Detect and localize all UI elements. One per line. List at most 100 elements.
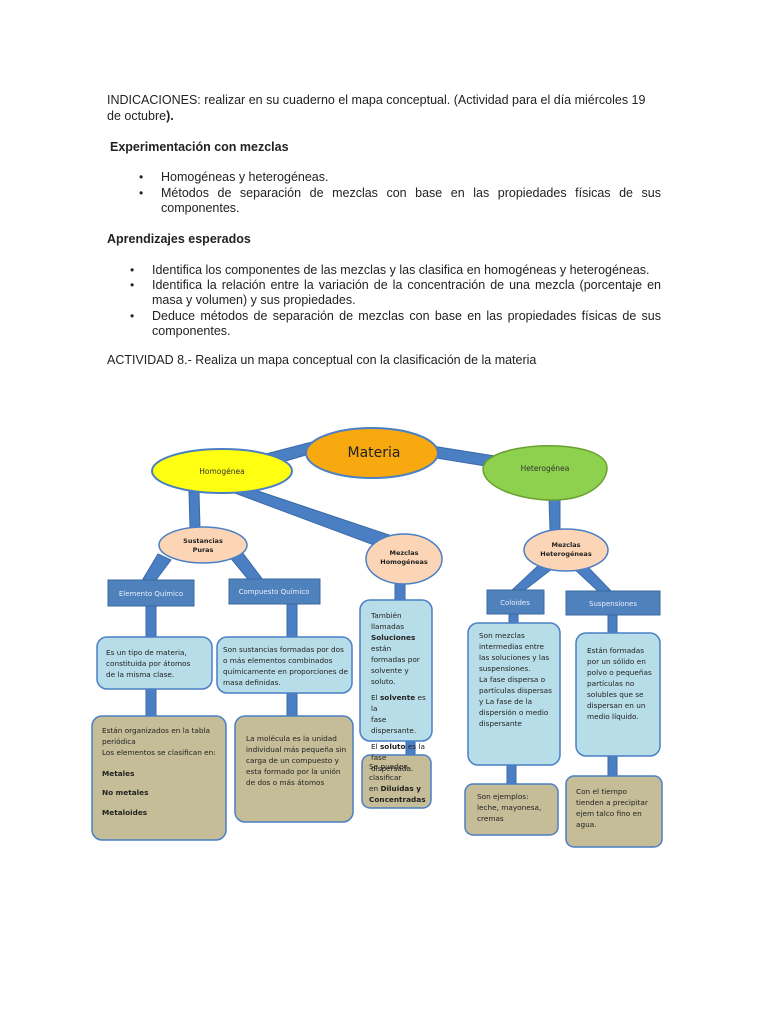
text-line: solvente y soluto.	[371, 666, 409, 686]
mezclas-hom-label-1: Mezclas	[390, 549, 419, 557]
text-line: individual más pequeña sin	[246, 745, 347, 754]
text-run: El	[371, 693, 380, 702]
materia-label: Materia	[348, 445, 401, 461]
connector-compuesto-def	[286, 603, 298, 638]
text-line: masa definidas.	[223, 678, 281, 687]
text-line: suspensiones.	[479, 664, 531, 673]
text-line: El soluto es la fase	[371, 741, 431, 763]
activity-title: ACTIVIDAD 8.- Realiza un mapa conceptual…	[107, 353, 537, 367]
coloides-def-box	[467, 622, 561, 766]
text-line: Los elementos se clasifican en:	[102, 748, 216, 757]
heterogenea-label: Heterogénea	[521, 464, 570, 473]
text-line: polvo o pequeñas	[587, 668, 652, 677]
text-line: partículas no	[587, 679, 635, 688]
text-line: y La fase de la	[479, 697, 533, 706]
diluidas-bold: Diluidas y	[380, 784, 421, 793]
mezclas-het-label-1: Mezclas	[552, 541, 581, 549]
soluciones-text: También llamadas Soluciones están formad…	[371, 610, 431, 774]
sustancias-label-2: Puras	[193, 546, 214, 554]
text-run: en	[369, 784, 381, 793]
instructions-close: ).	[166, 109, 174, 123]
mezclas-homogeneas-node	[365, 533, 443, 585]
text-line: agua.	[576, 820, 597, 829]
text-line: Son sustancias formadas por dos	[223, 645, 344, 654]
instructions-line-1: INDICACIONES: realizar en su cuaderno el…	[107, 93, 646, 107]
tabla-box	[91, 715, 227, 841]
suspensiones-def-box	[575, 632, 661, 757]
text-line: o más elementos combinados	[223, 656, 333, 665]
connector-compuesto-molecula	[286, 692, 298, 718]
text-line: esta formado por la unión	[246, 767, 341, 776]
text-line: en Diluidas y	[369, 783, 431, 794]
connector-suspensiones-tiempo	[607, 755, 618, 777]
soluto-bold: soluto	[379, 742, 406, 751]
text-line: dispersión o medio	[479, 708, 549, 717]
clasificar-text: Se pueden clasificar en Diluidas y Conce…	[369, 761, 431, 805]
connector-homogenea-mezclas	[230, 487, 393, 549]
text-line: de la misma clase.	[106, 670, 175, 679]
tiempo-text: Con el tiempo tienden a precipitar ejem …	[576, 786, 662, 830]
soluciones-bold: Soluciones	[371, 633, 416, 642]
connector-coloides-def	[508, 613, 519, 624]
elemento-quimico-label: Elemento Químico	[119, 590, 183, 598]
compuesto-quimico-label: Compuesto Químico	[239, 588, 310, 596]
text-line: La molécula es la unidad	[246, 734, 337, 743]
text-line: Son mezclas	[479, 631, 525, 640]
text-run: El	[371, 742, 380, 751]
text-line: Están organizados en la tabla	[102, 726, 211, 735]
connector-suspensiones-def	[607, 614, 618, 635]
text-line: cremas	[477, 814, 504, 823]
compuesto-def-box	[216, 636, 353, 694]
text-line: Son ejemplos:	[477, 792, 529, 801]
mezclas-het-label-2: Heterogéneas	[540, 550, 592, 558]
compuesto-def-text: Son sustancias formadas por dos o más el…	[223, 644, 351, 688]
suspensiones-label: Suspensiones	[589, 600, 637, 608]
connector-coloides-ejemplos	[506, 764, 517, 786]
elemento-def-text: Es un tipo de materia, constituida por á…	[106, 647, 210, 680]
text-line: dispersan en un	[587, 701, 646, 710]
text-line: de dos o más átomos	[246, 778, 325, 787]
text-line: El solvente es la	[371, 692, 431, 714]
connector-homogenea-sustancias	[188, 491, 201, 529]
text-line: leche, mayonesa,	[477, 803, 542, 812]
text-line: las soluciones y las	[479, 653, 550, 662]
text-line: dispersada.	[371, 764, 414, 773]
coloides-label: Coloides	[500, 599, 530, 607]
homogenea-label: Homogénea	[199, 467, 244, 476]
connector-elemento-def	[145, 605, 157, 639]
clasificar-box	[361, 754, 432, 809]
text-line: Es un tipo de materia,	[106, 648, 187, 657]
text-line: medio líquido.	[587, 712, 639, 721]
text-line: fase dispersante.	[371, 715, 417, 735]
section-title-aprendizajes: Aprendizajes esperados	[107, 232, 251, 246]
compuesto-quimico-box	[228, 578, 321, 605]
text-line: Con el tiempo	[576, 787, 627, 796]
molecula-text: La molécula es la unidad individual más …	[246, 733, 352, 788]
instructions-line-2: de octubre).	[107, 109, 174, 124]
metales-label: Metales	[102, 769, 135, 778]
text-line: intermedias entre	[479, 642, 545, 651]
text-line: periódica	[102, 737, 136, 746]
suspensiones-def-text: Están formadas por un sólido en polvo o …	[587, 645, 659, 722]
text-line: carga de un compuesto y	[246, 756, 339, 765]
materia-node	[305, 427, 439, 479]
text-line: dispersante	[479, 719, 522, 728]
ejemplos-box	[464, 783, 559, 836]
text-line: La fase dispersa o	[479, 675, 546, 684]
molecula-box	[234, 715, 354, 823]
text-line: por un sólido en	[587, 657, 646, 666]
elemento-def-box	[96, 636, 213, 690]
bullet-item: Identifica los componentes de las mezcla…	[130, 263, 661, 278]
text-line: Están formadas	[587, 646, 645, 655]
instructions-date: de octubre	[107, 109, 167, 123]
heterogenea-node	[482, 444, 608, 501]
text-line: partículas dispersas	[479, 686, 552, 695]
text-line: constituida por átomos	[106, 659, 191, 668]
suspensiones-box	[565, 590, 661, 616]
elemento-quimico-box	[107, 579, 195, 607]
bullet-item: Homogéneas y heterogéneas.	[139, 170, 661, 185]
homogenea-node	[151, 448, 293, 494]
no-metales-label: No metales	[102, 788, 149, 797]
ejemplos-text: Son ejemplos: leche, mayonesa, cremas	[477, 791, 557, 824]
